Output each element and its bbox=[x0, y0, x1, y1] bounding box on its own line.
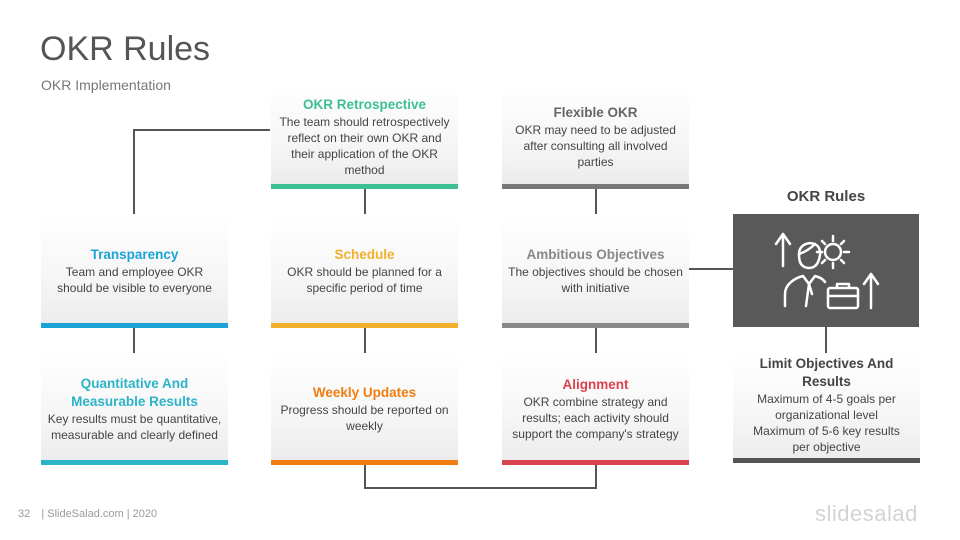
connector-ambitious-rules bbox=[689, 268, 733, 270]
card-desc-line1: Maximum of 4-5 goals per organizational … bbox=[757, 392, 896, 422]
card-title: Transparency bbox=[90, 247, 179, 262]
card-accent-bar bbox=[502, 323, 689, 328]
card-schedule: Schedule OKR should be planned for a spe… bbox=[271, 214, 458, 328]
card-quantitative-results: Quantitative And Measurable Results Key … bbox=[41, 353, 228, 465]
card-flexible-okr: Flexible OKR OKR may need to be adjusted… bbox=[502, 84, 689, 189]
connector-weekly-down bbox=[364, 464, 366, 488]
page-number: 32 bbox=[18, 508, 31, 520]
card-title: OKR Retrospective bbox=[302, 96, 427, 112]
card-accent-bar bbox=[502, 460, 689, 465]
card-title: Limit Objectives And Results bbox=[759, 356, 894, 389]
card-title: Alignment bbox=[562, 377, 629, 392]
footer-text: | SlideSalad.com | 2020 bbox=[41, 508, 158, 520]
okr-rules-box bbox=[733, 214, 919, 327]
card-okr-retrospective: OKR Retrospective The team should retros… bbox=[271, 84, 458, 189]
card-desc: OKR may need to be adjusted after consul… bbox=[515, 122, 676, 169]
card-title: Flexible OKR bbox=[553, 104, 638, 120]
connector-retro-down-transparency bbox=[133, 129, 135, 214]
connector-bottom bbox=[364, 487, 597, 489]
card-desc: Team and employee OKR should be visible … bbox=[57, 265, 212, 295]
card-limit-objectives: Limit Objectives And Results Maximum of … bbox=[733, 355, 920, 463]
card-ambitious-objectives: Ambitious Objectives The objectives shou… bbox=[502, 214, 689, 328]
connector-rules-limit bbox=[825, 327, 827, 353]
connector-ambitious-alignment bbox=[595, 327, 597, 353]
card-alignment: Alignment OKR combine strategy and resul… bbox=[502, 353, 689, 465]
card-accent-bar bbox=[271, 184, 458, 189]
card-title: Schedule bbox=[334, 247, 395, 262]
card-accent-bar bbox=[502, 184, 689, 189]
connector-transparency-quantitative bbox=[133, 327, 135, 353]
connector-retro-schedule bbox=[364, 188, 366, 214]
footer: 32 | SlideSalad.com | 2020 bbox=[18, 508, 157, 520]
card-desc: The objectives should be chosen with ini… bbox=[508, 265, 683, 295]
page-subtitle: OKR Implementation bbox=[41, 77, 171, 93]
card-accent-bar bbox=[41, 323, 228, 328]
card-title: Ambitious Objectives bbox=[526, 247, 665, 262]
card-title: Weekly Updates bbox=[312, 385, 417, 400]
card-desc: OKR combine strategy and results; each a… bbox=[512, 395, 679, 441]
connector-flexible-ambitious bbox=[595, 188, 597, 214]
connector-alignment-down bbox=[595, 464, 597, 488]
business-growth-icon bbox=[774, 232, 880, 310]
card-accent-bar bbox=[733, 458, 920, 463]
card-weekly-updates: Weekly Updates Progress should be report… bbox=[271, 353, 458, 465]
card-desc: The team should retrospectively reflect … bbox=[279, 114, 450, 177]
connector-schedule-weekly bbox=[364, 327, 366, 353]
card-accent-bar bbox=[41, 460, 228, 465]
card-desc: Progress should be reported on weekly bbox=[280, 403, 449, 433]
page-title: OKR Rules bbox=[40, 30, 211, 68]
card-desc-line2: Maximum of 5-6 key results per objective bbox=[753, 424, 900, 454]
card-desc: Key results must be quantitative, measur… bbox=[47, 412, 222, 442]
card-desc: OKR should be planned for a specific per… bbox=[287, 265, 442, 295]
card-transparency: Transparency Team and employee OKR shoul… bbox=[41, 214, 228, 328]
card-title: Quantitative And Measurable Results bbox=[71, 376, 198, 409]
slidesalad-logo: slidesalad bbox=[815, 501, 918, 526]
card-accent-bar bbox=[271, 323, 458, 328]
okr-rules-heading: OKR Rules bbox=[786, 188, 866, 205]
connector-retro-left bbox=[134, 129, 270, 131]
card-accent-bar bbox=[271, 460, 458, 465]
